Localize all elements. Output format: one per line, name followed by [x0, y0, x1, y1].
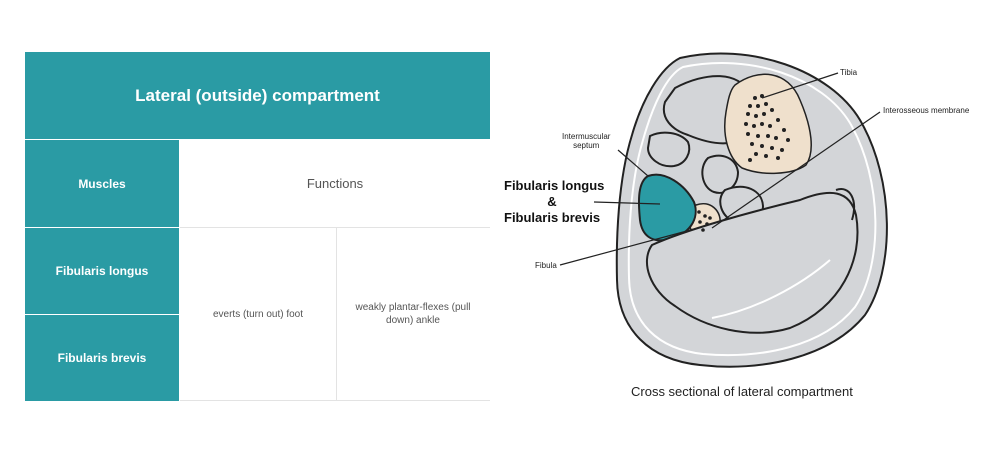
grid-line	[180, 400, 490, 401]
label-tibia: Tibia	[840, 68, 858, 77]
cross-section-diagram: Tibia Interosseous membrane Intermuscula…	[500, 40, 990, 410]
compartment-table: Lateral (outside) compartment Muscles Fi…	[25, 52, 490, 401]
function-everts: everts (turn out) foot	[212, 308, 304, 320]
tibia-dots	[744, 94, 790, 162]
fibula-leader	[559, 227, 699, 266]
leg-cross-section-illustration	[559, 52, 888, 368]
muscle-leader	[593, 201, 661, 205]
grid-line	[336, 227, 337, 401]
label-interosseous-membrane: Interosseous membrane	[883, 106, 970, 115]
interosseous-leader	[711, 111, 881, 229]
septum-leader	[617, 149, 649, 177]
muscles-column-header: Muscles	[25, 140, 179, 227]
soleus-tendon	[835, 188, 855, 221]
label-septum-line-1: Intermuscular	[562, 132, 611, 141]
label-fibula: Fibula	[535, 261, 557, 270]
tibia-leader	[761, 72, 839, 99]
table-header: Lateral (outside) compartment	[25, 52, 490, 139]
label-septum-line-2: septum	[573, 141, 600, 150]
label-fibularis-longus: Fibularis longus	[504, 178, 605, 193]
label-fibularis-brevis: Fibularis brevis	[504, 210, 601, 225]
row-divider	[25, 314, 179, 315]
label-intermuscular-septum: Intermuscular septum	[562, 132, 610, 150]
label-ampersand: &	[547, 194, 557, 209]
label-fibularis-muscles: Fibularis longus & Fibularis brevis	[504, 178, 605, 226]
deep-fascia	[627, 62, 877, 357]
muscle-name-fibularis-brevis: Fibularis brevis	[25, 314, 179, 401]
function-plantar-flexes: weakly plantar-flexes (pull down) ankle	[355, 302, 471, 326]
posterior-compartment	[646, 192, 859, 334]
fibula-dots	[697, 210, 712, 232]
deep-muscle-small	[646, 131, 691, 168]
functions-column-header: Functions	[306, 176, 364, 191]
tibia-bone	[724, 73, 812, 175]
diagram-caption: Cross sectional of lateral compartment	[631, 384, 853, 399]
row-divider	[25, 227, 179, 228]
muscle-name-fibularis-longus: Fibularis longus	[25, 227, 179, 314]
gastrocnemius-outline	[711, 259, 831, 319]
grid-line	[180, 227, 490, 228]
